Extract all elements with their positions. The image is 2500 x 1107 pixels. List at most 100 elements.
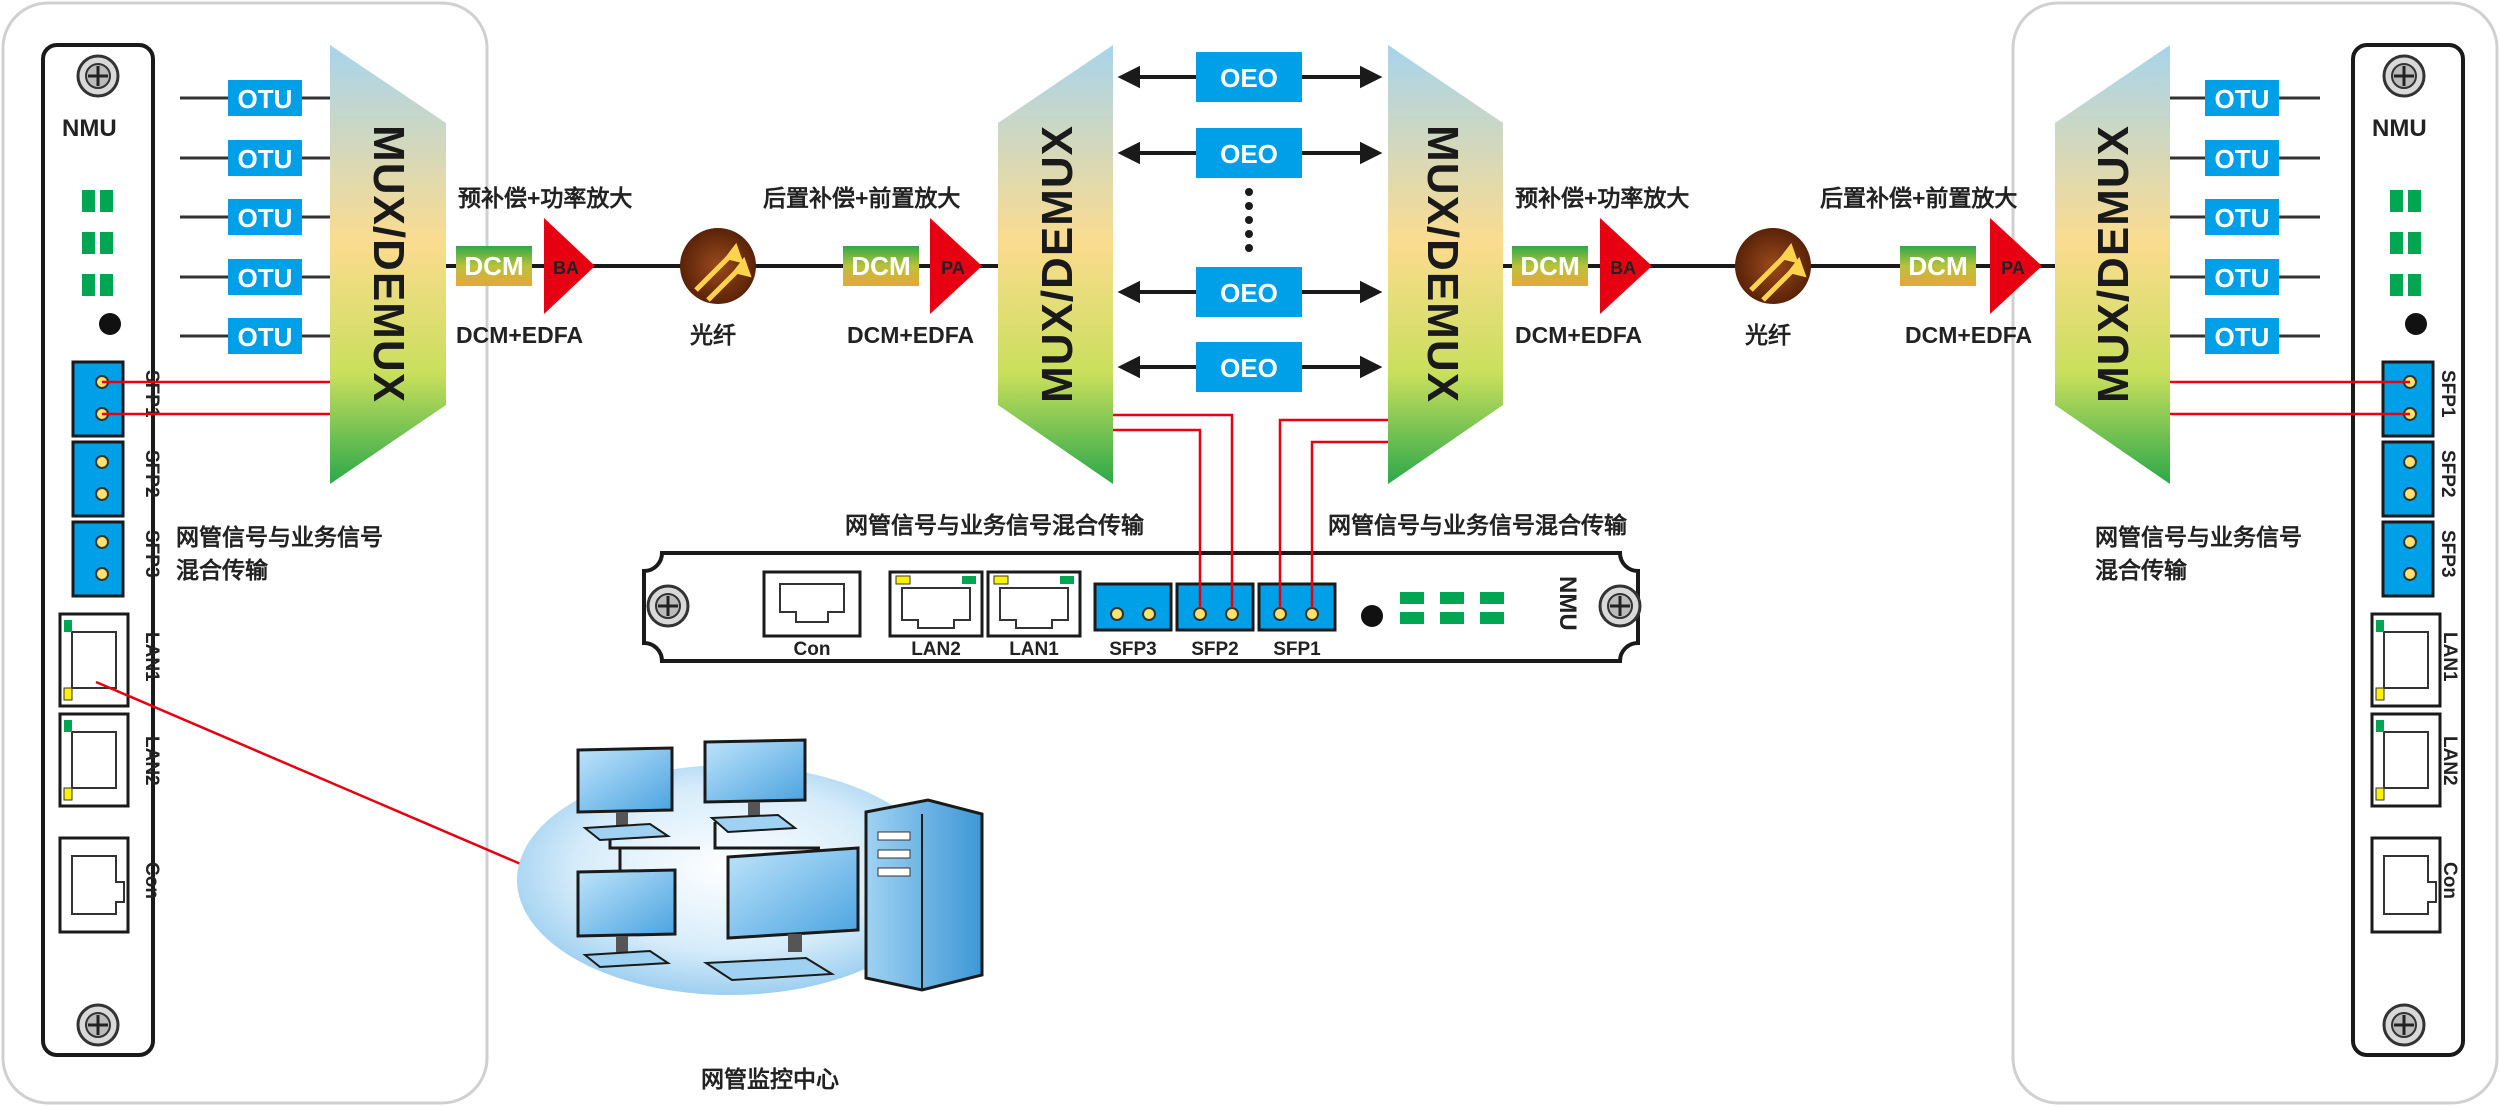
center-left-postcomp-label: 后置补偿+前置放大 (763, 185, 960, 211)
right-postcomp-label: 后置补偿+前置放大 (1820, 185, 2017, 211)
left-mux-demux: MUX/DEMUX (330, 45, 446, 484)
nms-center-label: 网管监控中心 (701, 1066, 839, 1092)
lan2-port[interactable]: LAN2 (58, 712, 162, 808)
signal-lines (95, 380, 2410, 870)
left-dcm-edfa-label: DCM+EDFA (456, 322, 583, 348)
svg-text:MUX/DEMUX: MUX/DEMUX (364, 125, 413, 403)
sfp2-label: SFP2 (1191, 639, 1239, 660)
svg-text:OTU: OTU (2215, 263, 2270, 293)
center-right-ba-amplifier: BA (1600, 218, 1652, 314)
center-right-mux-demux: MUX/DEMUX (1388, 45, 1503, 484)
sfp1-port[interactable]: SFP1 (1257, 582, 1337, 660)
svg-text:PA: PA (2001, 258, 2025, 278)
svg-text:MUX/DEMUX: MUX/DEMUX (1033, 125, 1082, 403)
center-right-dcm-module: DCM (1512, 246, 1588, 286)
lan1-port[interactable]: LAN1 (986, 570, 1082, 660)
right-panel-frame (2011, 1, 2499, 1105)
otu-box: OTU (2205, 199, 2279, 235)
status-led-group (2390, 190, 2421, 296)
reset-hole-icon (2405, 313, 2427, 335)
center-left-dcm-edfa-label: DCM+EDFA (847, 322, 974, 348)
screw-icon (2382, 1003, 2426, 1047)
nmu-label: NMU (1554, 576, 1581, 631)
status-led-group (82, 190, 113, 296)
lan2-port[interactable]: LAN2 (2370, 712, 2460, 808)
screw-icon (1598, 584, 1642, 628)
svg-text:OTU: OTU (2215, 322, 2270, 352)
screw-icon (76, 54, 120, 98)
svg-text:OTU: OTU (238, 322, 293, 352)
svg-text:OTU: OTU (238, 84, 293, 114)
svg-text:OTU: OTU (238, 263, 293, 293)
left-otu-group: OTU OTU OTU OTU OTU (228, 80, 302, 354)
svg-text:OTU: OTU (238, 144, 293, 174)
console-port[interactable]: Con (2370, 836, 2460, 934)
oeo-arrows (1117, 65, 1383, 379)
left-ba-amplifier: BA (544, 218, 595, 314)
sfp1-label: SFP1 (2437, 370, 2458, 418)
svg-text:OEO: OEO (1220, 353, 1278, 383)
lan2-port[interactable]: LAN2 (888, 570, 984, 660)
sfp2-port[interactable]: SFP2 (71, 440, 162, 518)
sfp1-port[interactable]: SFP1 (2381, 360, 2458, 438)
oeo-box: OEO (1196, 342, 1302, 392)
ellipsis-dots (1245, 188, 1253, 252)
sfp3-port[interactable]: SFP3 (71, 520, 162, 598)
sfp2-port[interactable]: SFP2 (1175, 582, 1255, 660)
nmu-label: NMU (62, 115, 117, 142)
otu-box: OTU (2205, 318, 2279, 354)
computer-icon (703, 738, 807, 834)
nmu-label: NMU (2372, 115, 2427, 142)
console-port[interactable]: Con (58, 836, 162, 934)
lan2-label: LAN2 (141, 736, 162, 786)
svg-text:MUX/DEMUX: MUX/DEMUX (1418, 125, 1467, 403)
sfp2-label: SFP2 (2437, 450, 2458, 498)
server-tower-icon (864, 798, 984, 992)
left-nmu-card: NMU SFP1 SFP2 SFP3 (41, 43, 162, 1057)
sfp2-port[interactable]: SFP2 (2381, 440, 2458, 518)
otu-box: OTU (228, 259, 302, 295)
con-label: Con (794, 639, 831, 660)
fiber-icon (1735, 228, 1811, 304)
right-otu-group: OTU OTU OTU OTU OTU (2205, 80, 2279, 354)
svg-text:OEO: OEO (1220, 63, 1278, 93)
svg-text:OTU: OTU (238, 203, 293, 233)
sfp3-port[interactable]: SFP3 (2381, 520, 2458, 598)
svg-text:OTU: OTU (2215, 84, 2270, 114)
otu-box: OTU (228, 199, 302, 235)
con-label: Con (141, 862, 162, 899)
computer-icon (576, 868, 677, 969)
right-fiber-label: 光纤 (1744, 322, 1791, 348)
oeo-box: OEO (1196, 267, 1302, 317)
svg-text:DCM: DCM (464, 251, 523, 281)
center-nmu-card: Con LAN2 LAN1 SFP3 SFP2 (642, 551, 1642, 663)
otu-box: OTU (228, 318, 302, 354)
left-mixed-label-line1: 网管信号与业务信号 (176, 524, 383, 550)
right-dcm-edfa-label: DCM+EDFA (1905, 322, 2032, 348)
center-left-dcm-module: DCM (843, 246, 919, 286)
console-port[interactable]: Con (762, 570, 862, 660)
svg-text:OEO: OEO (1220, 278, 1278, 308)
lan1-label: LAN1 (141, 632, 162, 682)
computer-icon (702, 846, 860, 982)
con-label: Con (2439, 862, 2460, 899)
otu-box: OTU (2205, 140, 2279, 176)
oeo-box: OEO (1196, 128, 1302, 178)
center-right-mixed-label: 网管信号与业务信号混合传输 (1328, 512, 1628, 538)
svg-text:DCM: DCM (1908, 251, 1967, 281)
sfp3-label: SFP3 (1109, 639, 1157, 660)
otu-box: OTU (228, 80, 302, 116)
center-right-precomp-label: 预补偿+功率放大 (1515, 185, 1689, 211)
reset-hole-icon (1361, 605, 1383, 627)
left-dcm-module: DCM (456, 246, 532, 286)
sfp1-label: SFP1 (141, 370, 162, 418)
sfp3-port[interactable]: SFP3 (1093, 582, 1173, 660)
svg-text:BA: BA (553, 258, 579, 278)
lan1-port[interactable]: LAN1 (2370, 612, 2460, 708)
lan2-label: LAN2 (911, 639, 961, 660)
screw-icon (2382, 54, 2426, 98)
screw-icon (76, 1003, 120, 1047)
computer-icon (576, 746, 674, 842)
svg-text:OTU: OTU (2215, 144, 2270, 174)
